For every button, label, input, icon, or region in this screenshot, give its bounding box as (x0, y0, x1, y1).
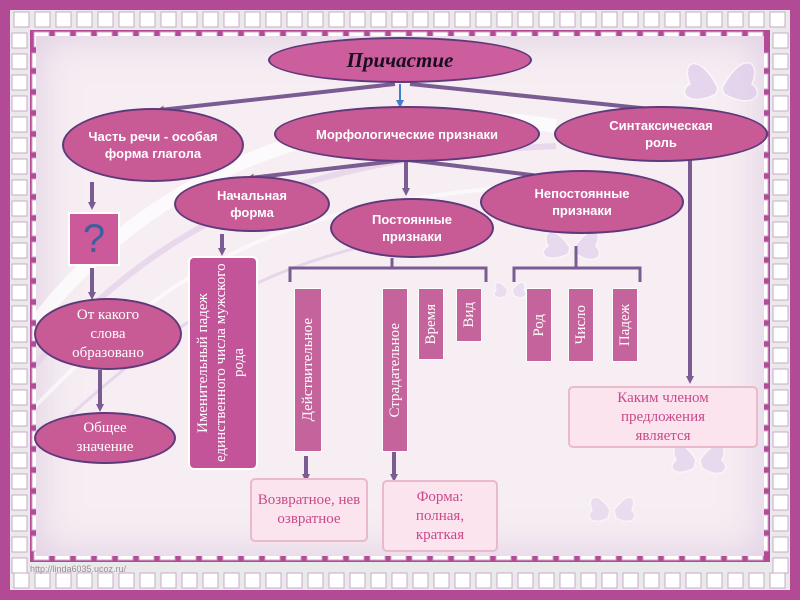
node-initial-form: Начальная форма (174, 176, 330, 232)
sentence-member-box: Каким членом предложения является (568, 386, 758, 448)
initial-form-description-text: Именительный падеж единственного числа м… (195, 263, 247, 463)
initial-form-description: Именительный падеж единственного числа м… (188, 256, 258, 470)
butterfly-icon (671, 444, 727, 475)
butterfly-icon (683, 62, 759, 102)
feature-active: Действительное (294, 288, 322, 452)
feature-case: Падеж (612, 288, 638, 362)
node-label: Постоянные признаки (372, 212, 452, 244)
feature-passive: Страдательное (382, 288, 408, 452)
sentence-member-text: Каким членом предложения является (617, 389, 709, 444)
feature-number: Число (568, 288, 594, 362)
node-label: Синтаксическая роль (609, 118, 713, 150)
feature-aspect: Вид (456, 288, 482, 342)
node-label: Морфологические признаки (316, 126, 498, 142)
butterfly-icon (493, 281, 527, 299)
node-syntactic-role: Синтаксическая роль (554, 106, 768, 162)
node-part-of-speech: Часть речи - особая форма глагола (62, 108, 244, 182)
feature-label: Вид (460, 302, 477, 328)
node-label: Часть речи - особая форма глагола (88, 129, 218, 161)
reflexive-box: Возвратное, невозвратное (250, 478, 368, 542)
feature-label: Число (572, 305, 589, 345)
node-general-meaning: Общее значение (34, 412, 176, 464)
form-box: Форма: полная, краткая (382, 480, 498, 552)
question-mark-icon: ? (68, 212, 120, 266)
feature-label: Время (422, 303, 439, 345)
node-label: Непостоянные признаки (534, 186, 630, 218)
reflexive-text: Возвратное, невозвратное (257, 492, 361, 527)
butterfly-icon (542, 230, 601, 261)
footer-url: http://linda6035.ucoz.ru/ (30, 564, 127, 574)
root-node-participle: Причастие (268, 37, 532, 83)
feature-label: Падеж (616, 303, 633, 347)
feature-label: Страдательное (386, 322, 403, 418)
root-node-label: Причастие (346, 47, 454, 72)
node-derived-from: От какого слова образовано (34, 298, 182, 370)
node-label: Начальная форма (217, 188, 287, 220)
feature-label: Род (530, 313, 547, 337)
feature-label: Действительное (299, 318, 316, 422)
node-morphological: Морфологические признаки (274, 106, 540, 162)
node-variable-features: Непостоянные признаки (480, 170, 684, 234)
node-label: Общее значение (76, 420, 134, 455)
form-text: Форма: полная, краткая (415, 488, 465, 543)
butterfly-icon (588, 496, 636, 522)
node-label: От какого слова образовано (72, 306, 144, 361)
feature-tense: Время (418, 288, 444, 360)
feature-gender: Род (526, 288, 552, 362)
node-constant-features: Постоянные признаки (330, 198, 494, 258)
